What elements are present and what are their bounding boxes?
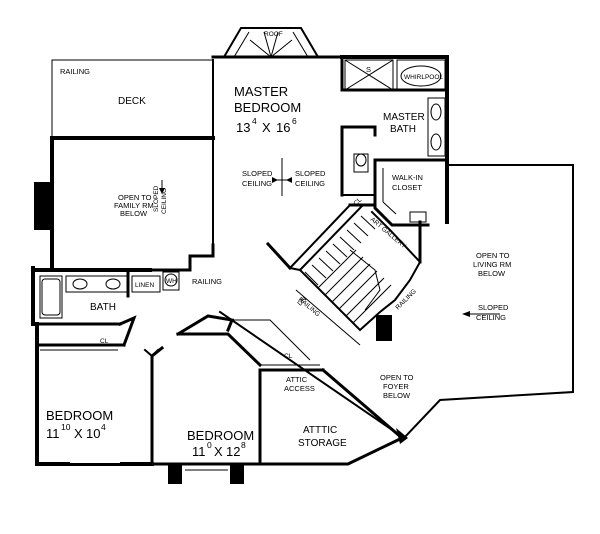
label-sloped-vertical-1: SLOPED — [153, 185, 160, 212]
label-cl-bed1: CL — [100, 338, 109, 345]
label-master-size-a: 13 — [236, 120, 250, 135]
label-open-family-2: FAMILY RM — [114, 201, 154, 210]
label-walkin-2: CLOSET — [392, 183, 422, 192]
fireplace — [34, 182, 52, 230]
label-open-family-3: BELOW — [120, 209, 148, 218]
label-bed1-b: 10 — [86, 426, 100, 441]
labels: ROOF RAILING DECK MASTER BEDROOM 13 4 X … — [46, 31, 511, 459]
label-bed2-a-sup: 0 — [207, 440, 212, 450]
label-open-foyer-3: BELOW — [383, 391, 411, 400]
label-railing-hall: RAILING — [192, 277, 222, 286]
label-attic-storage-2: STORAGE — [298, 438, 347, 449]
label-bed1-b-sup: 4 — [101, 422, 106, 432]
label-bed2-name: BEDROOM — [187, 428, 254, 443]
label-open-living-1: OPEN TO — [476, 251, 510, 260]
label-cl-bed2: CL — [284, 353, 293, 360]
label-attic-storage-1: ATTTIC — [303, 425, 337, 436]
label-master-bath-2: BATH — [390, 124, 416, 135]
label-railing-deck: RAILING — [60, 67, 90, 76]
label-open-foyer-2: FOYER — [383, 382, 409, 391]
label-sloped-living-2: CEILING — [476, 313, 506, 322]
label-bed2-b: 12 — [226, 444, 240, 459]
label-master-bath-1: MASTER — [383, 112, 425, 123]
label-sloped-living-1: SLOPED — [478, 303, 509, 312]
label-bed2-b-sup: 8 — [241, 440, 246, 450]
outer-walls — [31, 55, 574, 484]
label-open-foyer-1: OPEN TO — [380, 373, 414, 382]
label-linen: LINEN — [135, 282, 154, 289]
hall-bath — [31, 243, 320, 368]
label-sloped-right-2: CEILING — [295, 179, 325, 188]
label-bed2-a: 11 — [192, 444, 206, 459]
label-master-size-a-sup: 4 — [252, 116, 257, 126]
label-master-size-x: X — [262, 120, 271, 135]
label-sloped-left-1: SLOPED — [242, 169, 273, 178]
label-attic-access-2: ACCESS — [284, 384, 315, 393]
label-wh: WH — [166, 278, 177, 285]
label-master-size-b: 16 — [276, 120, 290, 135]
label-bath: BATH — [90, 302, 116, 313]
label-open-living-3: BELOW — [478, 269, 506, 278]
label-bed1-name: BEDROOM — [46, 408, 113, 423]
label-roof: ROOF — [264, 31, 283, 38]
label-sloped-right-1: SLOPED — [295, 169, 326, 178]
label-bed1-a-sup: 10 — [61, 422, 71, 432]
label-cl-stair: CL — [352, 196, 363, 207]
staircase — [265, 203, 422, 346]
label-shower: S — [366, 65, 371, 74]
label-open-family-1: OPEN TO — [118, 193, 152, 202]
label-walkin-1: WALK-IN — [392, 173, 423, 182]
label-bed1-x: X — [74, 426, 83, 441]
label-attic-access-1: ATTIC — [286, 375, 308, 384]
label-deck: DECK — [118, 96, 146, 107]
master-bath — [340, 55, 449, 227]
label-sloped-left-2: CEILING — [242, 179, 272, 188]
label-dn: DN — [296, 296, 308, 308]
label-open-living-2: LIVING RM — [473, 260, 511, 269]
label-sloped-vertical-2: CEILING — [161, 188, 168, 214]
label-bed2-x: X — [214, 444, 223, 459]
label-master-1: MASTER — [234, 84, 288, 99]
label-master-size-b-sup: 6 — [292, 116, 297, 126]
label-bed1-a: 11 — [46, 426, 60, 441]
label-master-2: BEDROOM — [234, 100, 301, 115]
label-whirlpool: WHIRLPOOL — [404, 74, 443, 81]
label-railing-stair-2: RAILING — [394, 288, 417, 311]
